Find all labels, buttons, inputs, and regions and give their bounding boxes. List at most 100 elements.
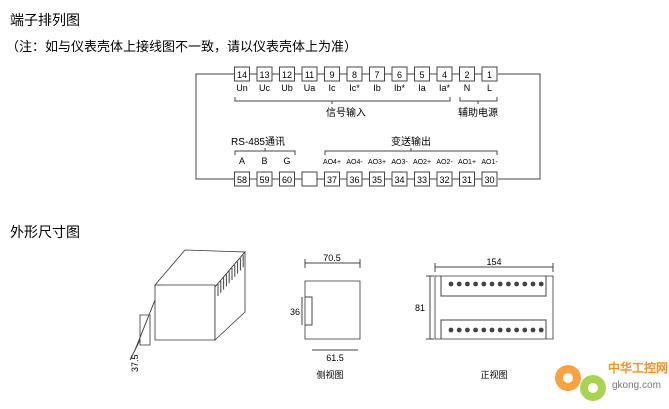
terminal-number: 31 — [462, 175, 472, 185]
bracket-output — [324, 148, 498, 155]
front-terminal-screw — [465, 281, 470, 287]
side-view-clip — [305, 296, 313, 326]
front-terminal-screw — [481, 281, 487, 287]
group-transmit-output: 变送输出 — [391, 135, 431, 148]
wire-frame — [195, 73, 541, 180]
front-terminal-screw — [473, 281, 478, 287]
iso-front — [154, 284, 216, 341]
front-terminal-screw — [530, 281, 536, 287]
iso-din-clip — [139, 314, 151, 346]
terminal-number: 32 — [439, 175, 449, 185]
dim-iso-depth: 37.5 — [130, 354, 140, 372]
dim-side-height: 36 — [290, 307, 300, 317]
terminal-label: N — [464, 83, 471, 93]
front-terminal-screw — [506, 327, 511, 333]
terminal-label: AO4- — [346, 159, 363, 166]
front-terminal-screw — [530, 327, 536, 333]
terminal-label: L — [487, 83, 492, 93]
dim-front-width: 154 — [486, 257, 501, 267]
terminal-number: 5 — [419, 70, 424, 80]
front-view-strips — [440, 276, 547, 339]
terminal-label: A — [239, 156, 245, 166]
terminal-label: Ib — [373, 83, 381, 93]
side-view-body — [304, 280, 361, 340]
terminal-number: 37 — [327, 175, 337, 185]
section-title-terminals: 端子排列图 — [10, 13, 80, 29]
terminal-number: 11 — [305, 70, 314, 80]
gkong-watermark-logo: 中华工控网 gkong.com — [538, 350, 669, 409]
terminal-label: Ia* — [439, 83, 451, 93]
terminal-number: 2 — [464, 70, 469, 80]
terminal-number: 12 — [282, 70, 292, 80]
front-terminal-screw — [538, 327, 544, 333]
front-terminal-screw — [514, 327, 519, 333]
terminal-label: AO1- — [481, 159, 498, 166]
dim-front-height-line — [426, 275, 434, 340]
group-signal-input: 信号输入 — [326, 106, 366, 119]
front-terminal-screw — [448, 327, 454, 333]
front-terminal-screw — [497, 327, 503, 333]
group-rs485: RS-485通讯 — [231, 136, 285, 148]
terminal-label: Ic* — [349, 83, 360, 93]
terminal-number: 34 — [394, 175, 404, 185]
terminal-label: Uc — [259, 83, 270, 93]
watermark-cn: 中华工控网 — [608, 360, 668, 375]
terminal-number: 58 — [237, 175, 247, 185]
front-terminal-screw — [448, 281, 454, 287]
bracket-rs485 — [234, 148, 296, 155]
caption-front: 正视图 — [480, 369, 507, 380]
front-terminal-screw — [456, 281, 462, 287]
terminal-label: Un — [236, 83, 248, 93]
front-terminal-screw — [497, 281, 503, 287]
terminal-number: 7 — [374, 70, 379, 80]
terminal-label: AO3- — [391, 159, 408, 166]
terminal-number: 9 — [329, 70, 334, 80]
terminal-label: AO2- — [436, 159, 453, 166]
dim-side-width-line — [304, 259, 361, 268]
front-terminal-screw — [506, 281, 511, 287]
terminal-label: Ic — [328, 83, 336, 93]
terminal-number: 35 — [372, 175, 382, 185]
dim-side-base: 61.5 — [326, 353, 344, 363]
terminal-number: 1 — [487, 70, 492, 80]
terminal-number: 33 — [417, 175, 427, 185]
front-terminal-screw — [465, 327, 470, 333]
watermark-en: gkong.com — [612, 380, 661, 391]
bracket-signal — [234, 97, 451, 104]
caption-side: 侧视图 — [316, 369, 343, 380]
terminal-box — [301, 171, 318, 187]
front-terminal-screw — [489, 281, 495, 287]
terminal-note: （注：如与仪表壳体上接线图不一致，请以仪表壳体上为准） — [6, 40, 358, 55]
front-terminal-screw — [456, 327, 462, 333]
terminal-number: 36 — [349, 175, 359, 185]
bracket-power — [459, 97, 498, 104]
front-terminal-screw — [489, 327, 495, 333]
terminal-number: 59 — [259, 175, 269, 185]
terminal-label: Ia — [418, 83, 426, 93]
terminal-number: 4 — [442, 70, 447, 80]
terminal-label: AO4+ — [323, 159, 341, 166]
terminal-number: 60 — [282, 175, 292, 185]
terminal-label: Ib* — [394, 83, 406, 93]
terminal-label: AO1+ — [458, 159, 476, 166]
terminal-number: 13 — [259, 70, 269, 80]
terminal-number: 6 — [397, 70, 402, 80]
terminal-label: Ua — [304, 83, 316, 93]
terminal-label: AO2+ — [413, 159, 431, 166]
front-view-body — [434, 275, 554, 340]
dim-front-height: 81 — [415, 303, 425, 313]
iso-dim-line — [129, 299, 156, 361]
group-aux-power: 辅助电源 — [458, 106, 498, 119]
front-terminal-screw — [481, 327, 487, 333]
front-terminal-screw — [538, 281, 544, 287]
front-terminal-screw — [473, 327, 478, 333]
terminal-number: 30 — [484, 175, 494, 185]
dim-front-width-line — [434, 263, 554, 272]
section-title-dimensions: 外形尺寸图 — [10, 225, 80, 241]
terminal-label: AO3+ — [368, 159, 386, 166]
terminal-number: 8 — [352, 70, 357, 80]
terminal-label: Ub — [281, 83, 293, 93]
terminal-number: 14 — [237, 70, 247, 80]
dim-side-width: 70.5 — [323, 253, 341, 263]
